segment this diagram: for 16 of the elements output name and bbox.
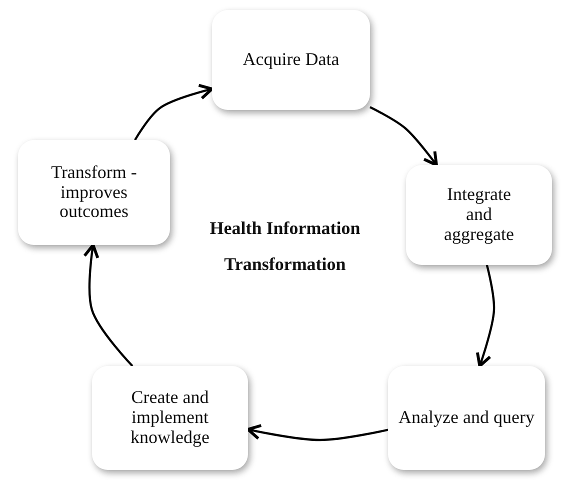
arrow [246, 424, 388, 442]
arrow [83, 244, 134, 367]
box-label: Analyze and query [398, 408, 534, 428]
arrow [370, 106, 438, 166]
process-box [406, 165, 552, 265]
box-label: Create and implement knowledge [130, 388, 210, 448]
arrow [476, 264, 496, 368]
process-box [92, 366, 248, 470]
process-box [212, 10, 370, 110]
box-label: Acquire Data [242, 50, 340, 70]
box-label: Integrate and aggregate [443, 185, 515, 245]
box-label: Transform - improves outcomes [50, 162, 138, 222]
center-title: Health Information Transformation [208, 217, 362, 276]
arrow [134, 84, 214, 141]
process-box [18, 140, 170, 245]
process-box [388, 366, 545, 470]
